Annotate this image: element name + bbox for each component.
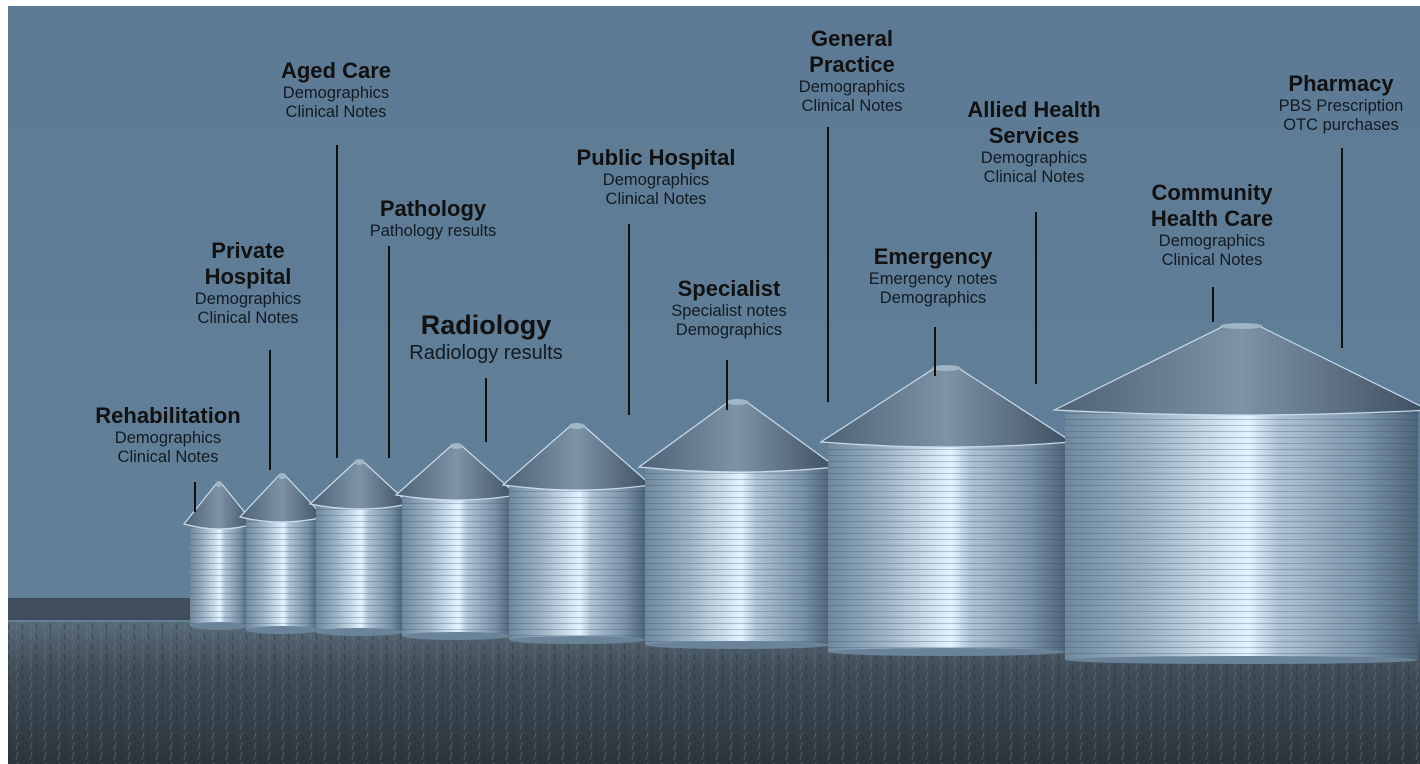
silo-data-line: Demographics <box>879 289 987 308</box>
silo-title: Services <box>988 122 1080 148</box>
silo-base <box>190 622 248 630</box>
silo-base <box>828 648 1065 656</box>
distant-treeline <box>8 598 198 620</box>
silo-title: Allied Health <box>967 97 1101 122</box>
silo-title: Practice <box>809 51 895 77</box>
label-public-hospital: Public Hospital Demographics Clinical No… <box>577 145 736 210</box>
label-general-practice: General Practice Demographics Clinical N… <box>799 26 905 117</box>
silo-base <box>509 636 645 644</box>
silo-base <box>645 641 830 649</box>
silo-roof-cap <box>354 459 365 465</box>
silo-data-line: Demographics <box>1158 231 1266 250</box>
label-emergency: Emergency Emergency notes Demographics <box>869 244 997 309</box>
silo-ribs <box>402 493 511 636</box>
grain-silo <box>182 481 256 630</box>
silo-title: Public Hospital <box>576 145 736 170</box>
silo-data-line: Demographics <box>980 148 1088 167</box>
silo-title: Community <box>1151 180 1273 205</box>
silo-data-line: Clinical Notes <box>983 168 1085 187</box>
silo-data-line: Clinical Notes <box>285 103 387 122</box>
silo-ribs <box>828 440 1065 652</box>
grain-silo <box>308 459 411 636</box>
silo-roof-cap <box>277 473 287 479</box>
silo-roof <box>182 483 256 530</box>
silo-data-line: Specialist notes <box>671 301 787 320</box>
silo-roof <box>1052 325 1420 416</box>
grain-silo <box>819 365 1074 656</box>
silo-ribs <box>1065 408 1418 660</box>
silo-base <box>1065 656 1418 664</box>
label-pathology: Pathology Pathology results <box>370 196 497 241</box>
silo-data-line: Clinical Notes <box>117 448 219 467</box>
label-community-health-care: Community Health Care Demographics Clini… <box>1151 180 1273 271</box>
silo-ribs <box>246 515 318 630</box>
silo-roof-cap <box>568 423 586 429</box>
silo-title: General <box>811 26 893 51</box>
grain-silo <box>394 443 519 640</box>
silo-roof <box>394 445 519 501</box>
label-allied-health-services: Allied Health Services Demographics Clin… <box>967 97 1100 188</box>
silo-title: Specialist <box>677 276 781 301</box>
silo-data-line: Demographics <box>675 321 783 340</box>
label-rehabilitation: Rehabilitation Demographics Clinical Not… <box>95 403 240 468</box>
silo-title: Health Care <box>1150 205 1274 231</box>
silo-data-line: PBS Prescription <box>1278 96 1404 115</box>
silo-data-line: Demographics <box>282 83 390 102</box>
grain-silo <box>1052 323 1420 664</box>
silo-ribs <box>645 465 830 645</box>
grain-silo <box>501 423 653 644</box>
silo-data-line: Pathology results <box>369 221 497 240</box>
silo-data-line: Clinical Notes <box>1161 251 1263 270</box>
silo-data-line: Clinical Notes <box>605 190 707 209</box>
label-aged-care: Aged Care Demographics Clinical Notes <box>281 58 391 123</box>
silo-ribs <box>316 502 403 632</box>
silo-data-line: Demographics <box>798 77 906 96</box>
silo-data-line: Clinical Notes <box>801 97 903 116</box>
silo-roof-cap <box>449 443 464 449</box>
silo-data-line: Emergency notes <box>868 269 998 288</box>
silo-roof <box>308 461 411 510</box>
silo-base <box>402 632 511 640</box>
silo-roof <box>238 475 326 523</box>
silo-ribs <box>190 522 248 626</box>
silo-ribs <box>509 483 645 640</box>
label-radiology: Radiology Radiology results <box>409 310 562 365</box>
silo-data-line: OTC purchases <box>1283 116 1399 135</box>
grain-silo <box>238 473 326 634</box>
silo-title: Aged Care <box>280 58 392 83</box>
silo-base <box>316 628 403 636</box>
silo-title: Rehabilitation <box>95 403 241 428</box>
silo-roof-cap <box>1220 323 1263 329</box>
silo-title: Pharmacy <box>1288 71 1394 96</box>
label-pharmacy: Pharmacy PBS Prescription OTC purchases <box>1279 71 1404 136</box>
silo-roof-cap <box>215 481 223 487</box>
label-specialist: Specialist Specialist notes Demographics <box>671 276 787 341</box>
silo-roof-cap <box>932 365 961 371</box>
silo-data-line: Demographics <box>114 428 222 447</box>
silo-title: Private <box>211 238 285 263</box>
silo-data-line: Clinical Notes <box>197 309 299 328</box>
silo-title: Hospital <box>204 263 292 289</box>
silo-data-line: Radiology results <box>409 341 563 364</box>
silo-title: Emergency <box>873 244 993 269</box>
silo-roof-cap <box>726 399 749 405</box>
label-private-hospital: Private Hospital Demographics Clinical N… <box>195 238 301 329</box>
silo-data-line: Demographics <box>602 170 710 189</box>
silo-title: Pathology <box>379 196 487 221</box>
silo-data-line: Demographics <box>194 289 302 308</box>
silo-title: Radiology <box>420 310 552 340</box>
silo-base <box>246 626 318 634</box>
